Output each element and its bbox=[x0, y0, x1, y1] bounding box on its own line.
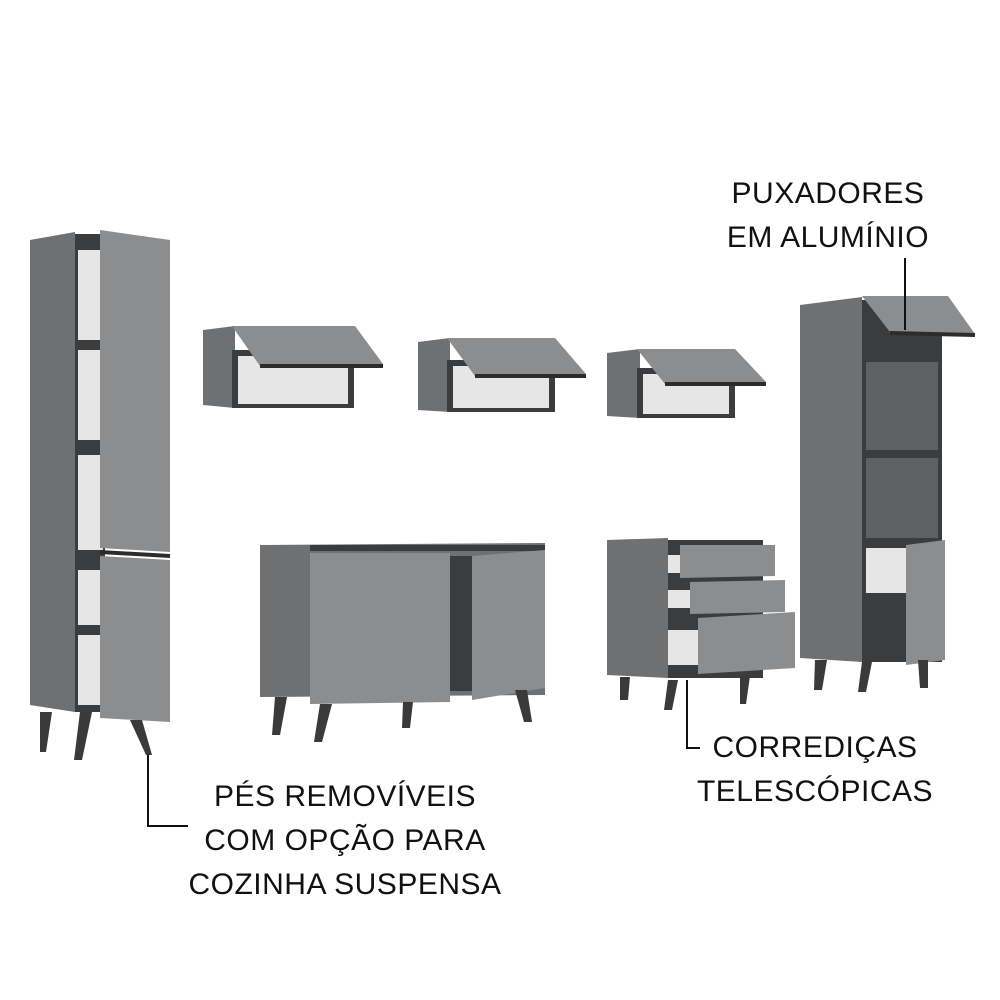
upper-cabinet-2 bbox=[418, 338, 586, 412]
feet-callout-line1: PÉS REMOVÍVEIS bbox=[213, 780, 477, 813]
upper-cabinet-1 bbox=[203, 326, 383, 408]
slides-callout-line2: TELESCÓPICAS bbox=[696, 775, 934, 808]
feet-callout-line3: COZINHA SUSPENSA bbox=[188, 868, 502, 901]
slides-callout: CORREDIÇAS TELESCÓPICAS bbox=[690, 726, 940, 814]
oven-tower-cabinet bbox=[800, 296, 976, 692]
handles-callout: PUXADORES EM ALUMÍNIO bbox=[698, 172, 958, 260]
sink-base-cabinet bbox=[260, 543, 545, 742]
drawer-cabinet bbox=[607, 538, 795, 710]
handles-callout-line1: PUXADORES bbox=[731, 177, 925, 210]
slides-callout-line bbox=[686, 680, 700, 749]
feet-callout-line2: COM OPÇÃO PARA bbox=[204, 824, 486, 857]
feet-callout: PÉS REMOVÍVEIS COM OPÇÃO PARA COZINHA SU… bbox=[180, 775, 510, 907]
upper-cabinet-3 bbox=[607, 349, 766, 418]
feet-callout-line bbox=[147, 755, 188, 827]
handles-callout-line2: EM ALUMÍNIO bbox=[726, 221, 930, 254]
tall-pantry-cabinet bbox=[30, 230, 171, 760]
slides-callout-line1: CORREDIÇAS bbox=[712, 731, 918, 764]
